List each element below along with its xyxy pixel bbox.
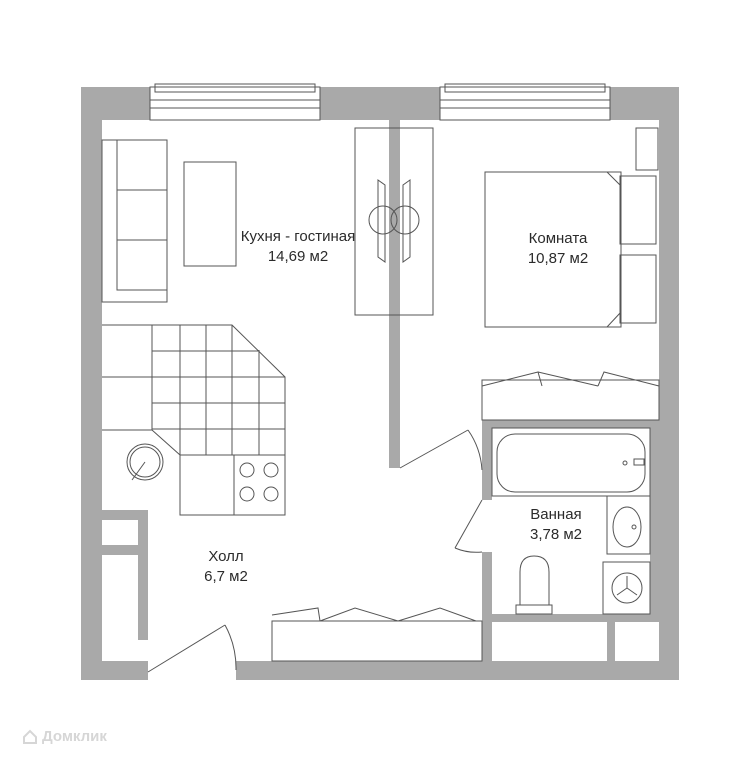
kitchen-unit [102,324,286,516]
sink-icon [606,495,651,555]
sofa-icon [101,139,168,303]
room-name: Комната [528,230,588,247]
room-area: 10,87 м2 [527,250,589,267]
wardrobe-icon [481,371,660,421]
room-label-bath: Ванная 3,78 м2 [530,505,582,545]
toilet-icon [515,555,553,615]
bathtub-icon [491,427,651,497]
room-label-kitchen: Кухня - гостиная 14,69 м2 [241,227,355,267]
room-area: 6,7 м2 [204,568,248,585]
door-icon [147,429,483,673]
table-icon [183,161,237,267]
washing-machine-icon [602,561,651,615]
stove-icon [233,454,286,516]
sink-icon [126,443,164,481]
window-icon [149,83,611,121]
wardrobe-icon [271,607,483,662]
room-area: 3,78 м2 [529,526,583,543]
room-area: 14,69 м2 [267,248,329,265]
room-name: Кухня - гостиная [240,228,356,245]
room-name: Ванная [530,506,582,523]
house-icon [23,729,37,744]
room-label-hall: Холл 6,7 м2 [204,547,248,587]
furniture [101,83,660,673]
room-name: Холл [208,548,244,565]
table-icon [354,127,434,316]
room-label-room: Комната 10,87 м2 [528,229,588,269]
watermark-text: Домклик [42,728,107,745]
watermark: Домклик [22,728,107,745]
bed-icon [484,127,659,328]
